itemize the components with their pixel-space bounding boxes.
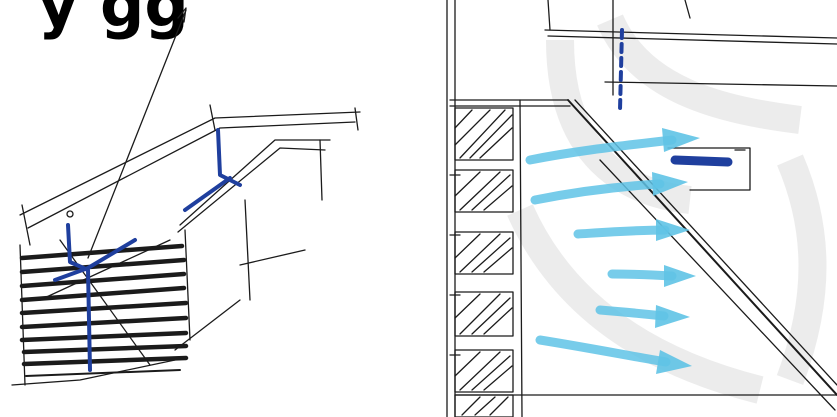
window — [455, 232, 513, 274]
airflow-arrow — [612, 265, 696, 287]
airflow-arrow — [530, 128, 700, 160]
watermark-logo — [520, 20, 813, 390]
leader-line — [88, 10, 186, 258]
window — [455, 292, 513, 336]
left-sketch — [12, 8, 360, 385]
window — [455, 395, 513, 417]
window — [455, 108, 513, 160]
window — [455, 170, 513, 212]
window — [455, 350, 513, 392]
louvre-stack — [22, 246, 186, 376]
window-column — [450, 108, 513, 417]
